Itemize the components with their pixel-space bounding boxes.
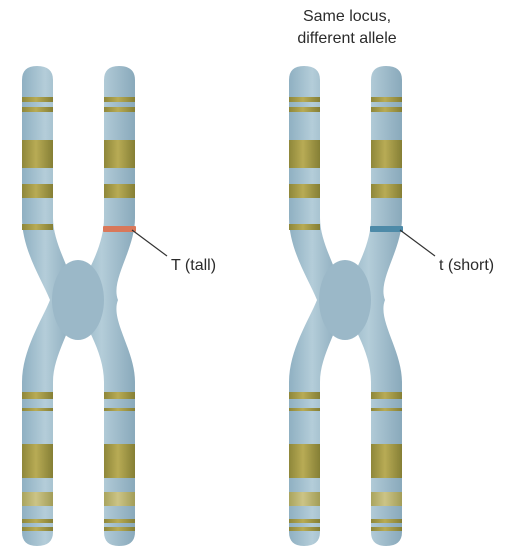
centromere: [52, 260, 104, 340]
leader-line: [400, 230, 435, 256]
caption-line-2: different allele: [297, 30, 396, 47]
chromosome-left: T (tall): [22, 66, 216, 546]
allele-label-tall: T (tall): [171, 257, 216, 274]
allele-marker-tall: [103, 226, 136, 232]
allele-marker-short: [370, 226, 403, 232]
caption-line-1: Same locus,: [303, 8, 391, 25]
chromosome-right: t (short): [289, 66, 494, 546]
leader-line: [132, 230, 167, 256]
allele-label-short: t (short): [439, 257, 494, 274]
centromere: [319, 260, 371, 340]
caption: Same locus, different allele: [297, 8, 396, 47]
